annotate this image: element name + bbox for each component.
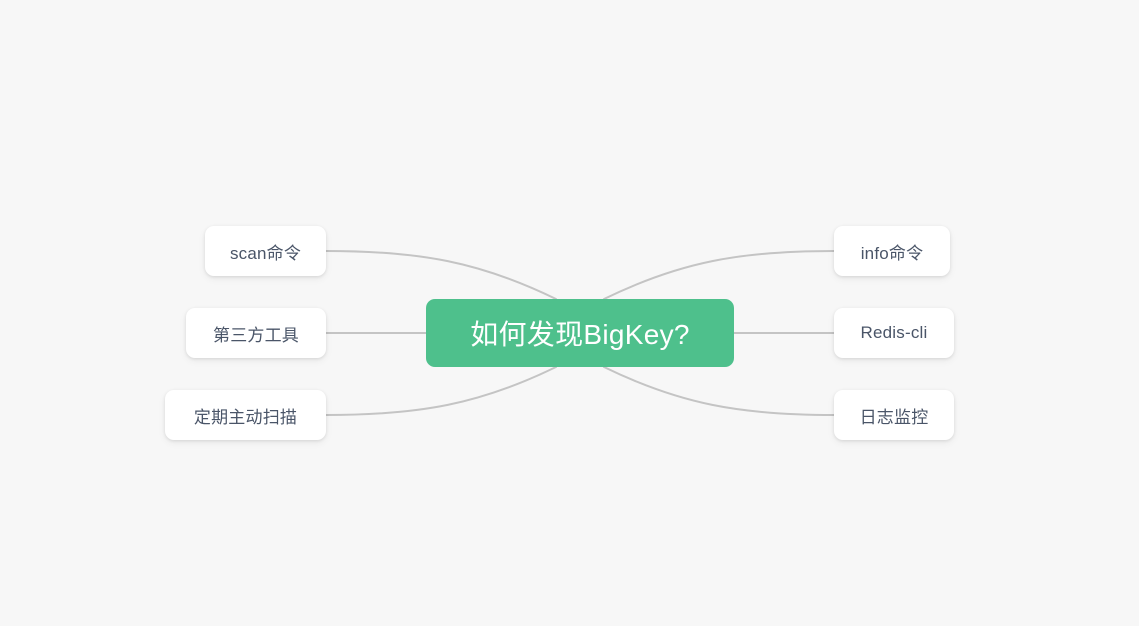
connector-scan xyxy=(325,250,557,300)
connector-periodic xyxy=(325,366,557,416)
connector-info xyxy=(603,250,835,300)
branch-label: 第三方工具 xyxy=(213,325,299,345)
branch-node-third-party-tools[interactable]: 第三方工具 xyxy=(186,308,326,358)
branch-label: scan命令 xyxy=(229,243,302,263)
branch-node-log-monitoring[interactable]: 日志监控 xyxy=(834,390,954,440)
branch-node-info-command[interactable]: info命令 xyxy=(834,226,950,276)
branch-node-periodic-scan[interactable]: 定期主动扫描 xyxy=(165,390,326,440)
branch-label: info命令 xyxy=(860,243,924,263)
branch-label: Redis-cli xyxy=(860,323,928,342)
connector-logmonitor xyxy=(603,366,835,416)
branch-label: 日志监控 xyxy=(859,407,929,427)
branch-node-redis-cli[interactable]: Redis-cli xyxy=(834,308,954,358)
central-node-label: 如何发现BigKey? xyxy=(470,319,690,350)
branch-label: 定期主动扫描 xyxy=(193,407,298,427)
central-node[interactable]: 如何发现BigKey? xyxy=(426,299,734,367)
branch-node-scan-command[interactable]: scan命令 xyxy=(205,226,326,276)
